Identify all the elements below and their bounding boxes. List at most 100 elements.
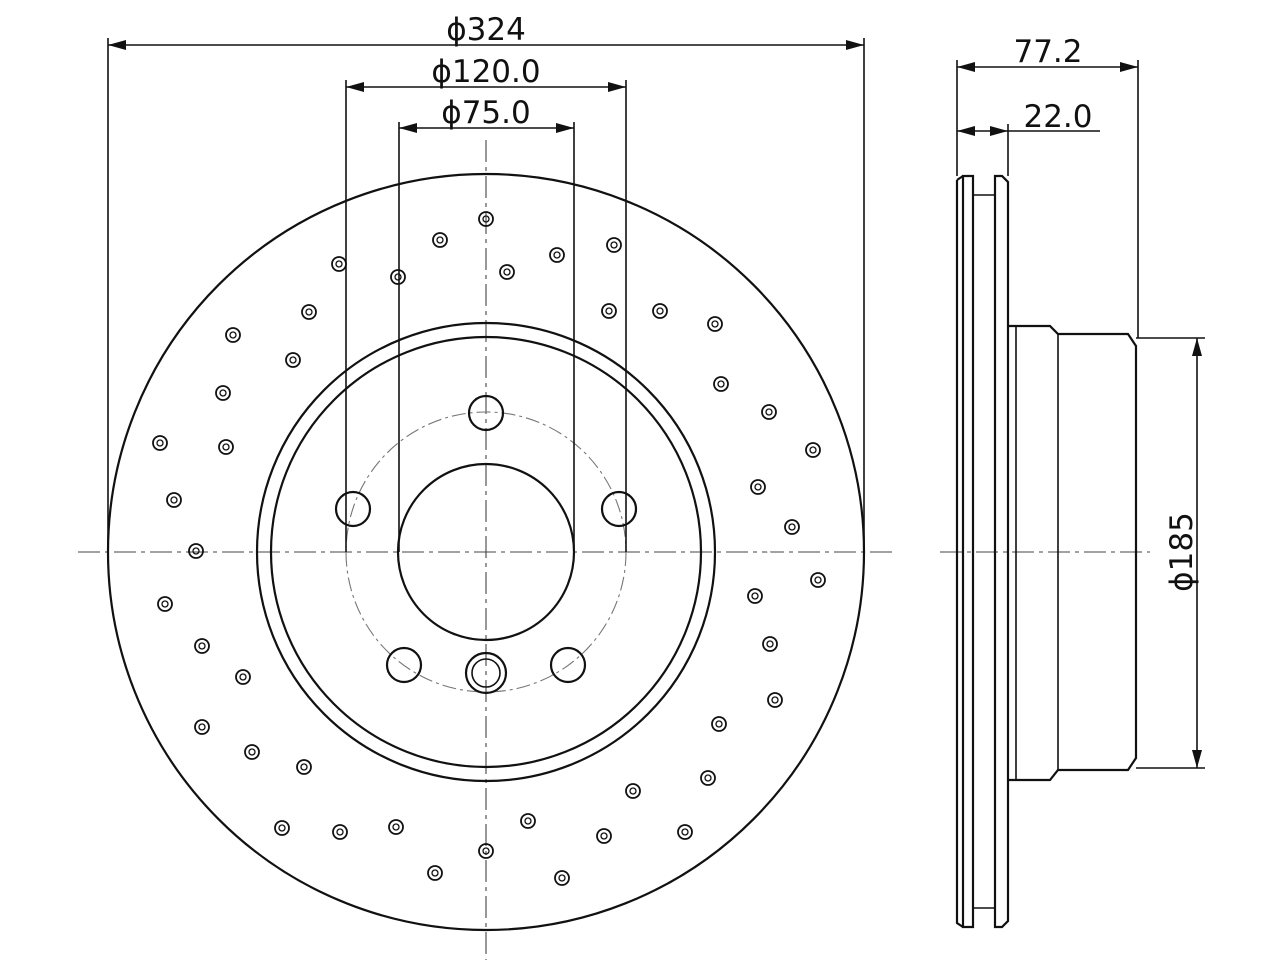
drilled-hole [194, 638, 210, 654]
drilled-hole [601, 303, 617, 319]
locating-screw-hole-inner [471, 658, 501, 688]
drilled-hole-outer [478, 843, 494, 859]
drilled-hole-inner [681, 828, 689, 836]
drilled-hole [432, 232, 448, 248]
drilled-hole-outer [810, 572, 826, 588]
arrow-head [108, 40, 126, 50]
drilled-hole [677, 824, 693, 840]
drilled-hole-outer [157, 596, 173, 612]
drilled-hole-outer [707, 316, 723, 332]
drilled-hole-inner [788, 523, 796, 531]
drilled-hole-inner [300, 763, 308, 771]
bolt-hole [600, 490, 638, 528]
drilled-hole [700, 770, 716, 786]
drilled-hole [157, 596, 173, 612]
bolt-hole [385, 646, 423, 684]
drilled-hole [478, 211, 494, 227]
drilled-hole [225, 327, 241, 343]
drilled-holes [152, 211, 826, 886]
drilled-hole-inner [305, 308, 313, 316]
drilled-hole-outer [152, 435, 168, 451]
drilled-hole-outer [218, 439, 234, 455]
drilled-hole-outer [225, 327, 241, 343]
drilled-hole-inner [394, 273, 402, 281]
arrow-head [990, 126, 1008, 136]
drilled-hole [596, 828, 612, 844]
drilled-hole-outer [601, 303, 617, 319]
arrow-head [846, 40, 864, 50]
drilled-hole [805, 442, 821, 458]
drilled-hole [332, 824, 348, 840]
drilled-hole-outer [750, 479, 766, 495]
drilled-hole-outer [188, 543, 204, 559]
drilled-hole-inner [392, 823, 400, 831]
drilled-hole [285, 352, 301, 368]
drilled-hole-inner [553, 251, 561, 259]
drilled-hole [784, 519, 800, 535]
drilled-hole-outer [388, 819, 404, 835]
drilled-hole-outer [761, 404, 777, 420]
drilled-hole [625, 783, 641, 799]
slots [133, 253, 838, 923]
drilled-hole-outer [244, 744, 260, 760]
drilled-hole-outer [296, 759, 312, 775]
side-view [940, 174, 1150, 929]
drilled-hole [235, 669, 251, 685]
drilled-hole-inner [289, 356, 297, 364]
drilled-hole-outer [700, 770, 716, 786]
drilled-hole-inner [170, 496, 178, 504]
drilled-hole-outer [274, 820, 290, 836]
drilled-hole [331, 256, 347, 272]
drilled-hole-outer [331, 256, 347, 272]
arrow-head [556, 123, 574, 133]
drilled-hole [390, 269, 406, 285]
drilled-hole-inner [809, 446, 817, 454]
drilled-hole [762, 636, 778, 652]
drilled-hole [152, 435, 168, 451]
drilled-hole [194, 719, 210, 735]
bolt-hole [467, 394, 505, 432]
drilled-hole-outer [332, 824, 348, 840]
bolt-circle-label: ϕ120.0 [431, 54, 540, 90]
drilled-hole [652, 303, 668, 319]
drilled-hole-inner [278, 824, 286, 832]
drilled-hole-outer [427, 865, 443, 881]
drilled-hole-inner [558, 874, 566, 882]
drilled-hole-inner [605, 307, 613, 315]
drilled-hole-outer [499, 264, 515, 280]
drilled-hole-inner [161, 600, 169, 608]
drilled-hole-outer [301, 304, 317, 320]
drilled-hole-inner [229, 331, 237, 339]
drilled-hole-inner [192, 547, 200, 555]
drilled-hole-inner [482, 215, 490, 223]
drilled-hole [520, 813, 536, 829]
drilled-hole-outer [784, 519, 800, 535]
center-bore-label: ϕ75.0 [441, 95, 530, 131]
drilled-hole-outer [285, 352, 301, 368]
drilled-hole-outer [478, 211, 494, 227]
arrow-head [399, 123, 417, 133]
drilled-hole-inner [765, 408, 773, 416]
drilled-hole-inner [600, 832, 608, 840]
drilled-hole [549, 247, 565, 263]
drilled-hole [274, 820, 290, 836]
arrow-head [608, 82, 626, 92]
arrow-head [1192, 750, 1202, 768]
drilled-hole [711, 716, 727, 732]
bolt-holes [334, 394, 638, 684]
drilled-hole-outer [235, 669, 251, 685]
drilled-hole [747, 588, 763, 604]
drilled-hole-outer [652, 303, 668, 319]
drilled-hole-inner [711, 320, 719, 328]
hat-diameter-label: ϕ185 [1164, 512, 1200, 592]
drilled-hole [388, 819, 404, 835]
drilled-hole-inner [222, 443, 230, 451]
locating-screw-hole [464, 651, 508, 695]
drilled-hole [166, 492, 182, 508]
dimension-lines: ϕ324 ϕ120.0 ϕ75.0 77.2 22.0 ϕ1 [107, 12, 1205, 769]
drilled-hole [761, 404, 777, 420]
drilled-hole [296, 759, 312, 775]
drilled-hole-inner [482, 847, 490, 855]
drilled-hole [478, 843, 494, 859]
drilled-hole-inner [336, 828, 344, 836]
